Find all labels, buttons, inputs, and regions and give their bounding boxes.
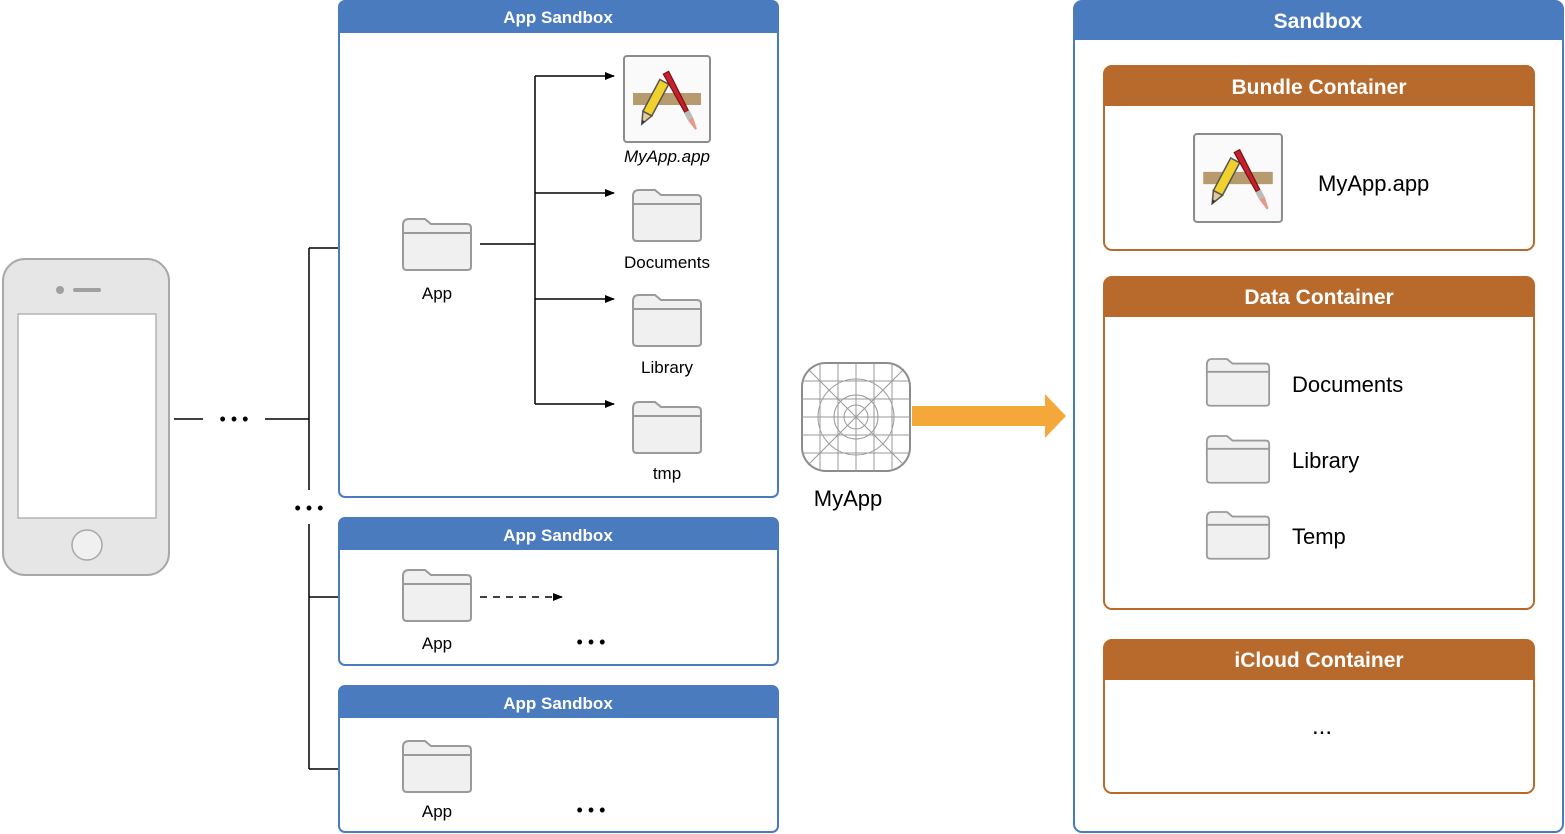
- tmp-label: tmp: [653, 464, 681, 483]
- myapp-icon: [801, 362, 911, 472]
- data-temp-label: Temp: [1292, 524, 1346, 549]
- data-container: Data Container Documents Library Temp: [1103, 276, 1535, 610]
- myapp-app-label: MyApp.app: [624, 147, 710, 166]
- folder-icon: [1205, 358, 1271, 407]
- app-folder-label: App: [422, 634, 452, 653]
- iphone-device-icon: [2, 258, 170, 576]
- app-sandbox-1: App Sandbox App MyApp.app Documents Libr…: [338, 0, 779, 498]
- folder-icon: [632, 189, 702, 242]
- bundle-container-title: Bundle Container: [1231, 76, 1406, 99]
- library-label: Library: [641, 358, 693, 377]
- folder-icon: [402, 218, 472, 271]
- tree-connector: [480, 72, 615, 408]
- sandbox-2-ellipsis: • • •: [577, 632, 606, 652]
- folder-icon: [632, 294, 702, 347]
- icloud-container: iCloud Container ...: [1103, 639, 1535, 794]
- myapp-label: MyApp: [814, 486, 882, 511]
- connector-ellipsis-vertical: • • •: [295, 498, 324, 518]
- connector-ellipsis-horizontal: • • •: [220, 409, 249, 429]
- app-folder-label: App: [422, 802, 452, 821]
- bundle-item-label: MyApp.app: [1318, 171, 1429, 196]
- folder-icon: [402, 569, 472, 622]
- data-library-label: Library: [1292, 448, 1359, 473]
- folder-icon: [1205, 511, 1271, 560]
- data-documents-label: Documents: [1292, 372, 1403, 397]
- data-container-title: Data Container: [1244, 286, 1393, 309]
- icloud-ellipsis: ...: [1312, 713, 1332, 740]
- folder-icon: [632, 401, 702, 454]
- app-sandbox-2-title: App Sandbox: [503, 526, 613, 545]
- folder-icon: [1205, 435, 1271, 484]
- transition-arrow: [912, 394, 1066, 438]
- app-sandbox-3: App Sandbox App • • •: [338, 685, 779, 833]
- app-folder-label: App: [422, 284, 452, 303]
- folder-icon: [402, 740, 472, 793]
- documents-label: Documents: [624, 253, 710, 272]
- app-sandbox-3-title: App Sandbox: [503, 694, 613, 713]
- sandbox-title: Sandbox: [1274, 10, 1363, 33]
- app-sandbox-1-title: App Sandbox: [503, 8, 613, 27]
- sandbox-3-ellipsis: • • •: [577, 800, 606, 820]
- icloud-container-title: iCloud Container: [1234, 649, 1403, 672]
- app-sandbox-2: App Sandbox App • • •: [338, 517, 779, 666]
- app-bundle-icon: [1193, 133, 1283, 223]
- app-bundle-icon: [623, 55, 711, 143]
- bundle-container: Bundle Container MyApp.app: [1103, 65, 1535, 251]
